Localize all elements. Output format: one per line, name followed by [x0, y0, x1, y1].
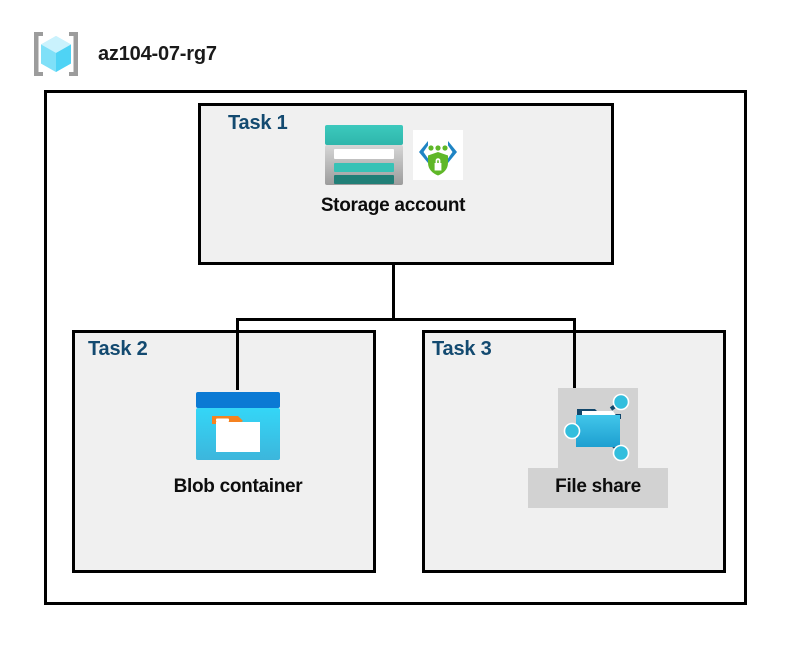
- secure-endpoint-icon: [413, 123, 463, 180]
- connector-storage-trunk: [392, 265, 395, 321]
- connector-to-file-share: [573, 318, 576, 390]
- connector-to-blob-container: [236, 318, 239, 390]
- blob-container-node: Blob container: [152, 390, 324, 498]
- connector-horizontal-bus: [236, 318, 576, 321]
- task-1-box: [198, 103, 614, 265]
- resource-group-header: az104-07-rg7: [30, 28, 217, 80]
- resource-group-name: az104-07-rg7: [98, 42, 217, 65]
- storage-account-icon: [323, 123, 405, 187]
- file-share-caption-background: File share: [528, 468, 668, 508]
- storage-account-icon-row: [323, 123, 463, 187]
- task-3-label: Task 3: [432, 338, 492, 360]
- task-2-label: Task 2: [88, 338, 148, 360]
- storage-account-caption: Storage account: [320, 195, 466, 216]
- storage-account-node: Storage account: [278, 123, 508, 217]
- file-share-node: File share: [508, 388, 688, 508]
- blob-container-icon: [194, 390, 282, 476]
- file-share-icon-background: [558, 388, 638, 468]
- file-share-caption: File share: [555, 476, 641, 497]
- task-1-label: Task 1: [228, 112, 288, 134]
- resource-group-icon: [30, 28, 82, 80]
- file-share-icon: [563, 393, 633, 463]
- blob-container-caption: Blob container: [173, 476, 303, 497]
